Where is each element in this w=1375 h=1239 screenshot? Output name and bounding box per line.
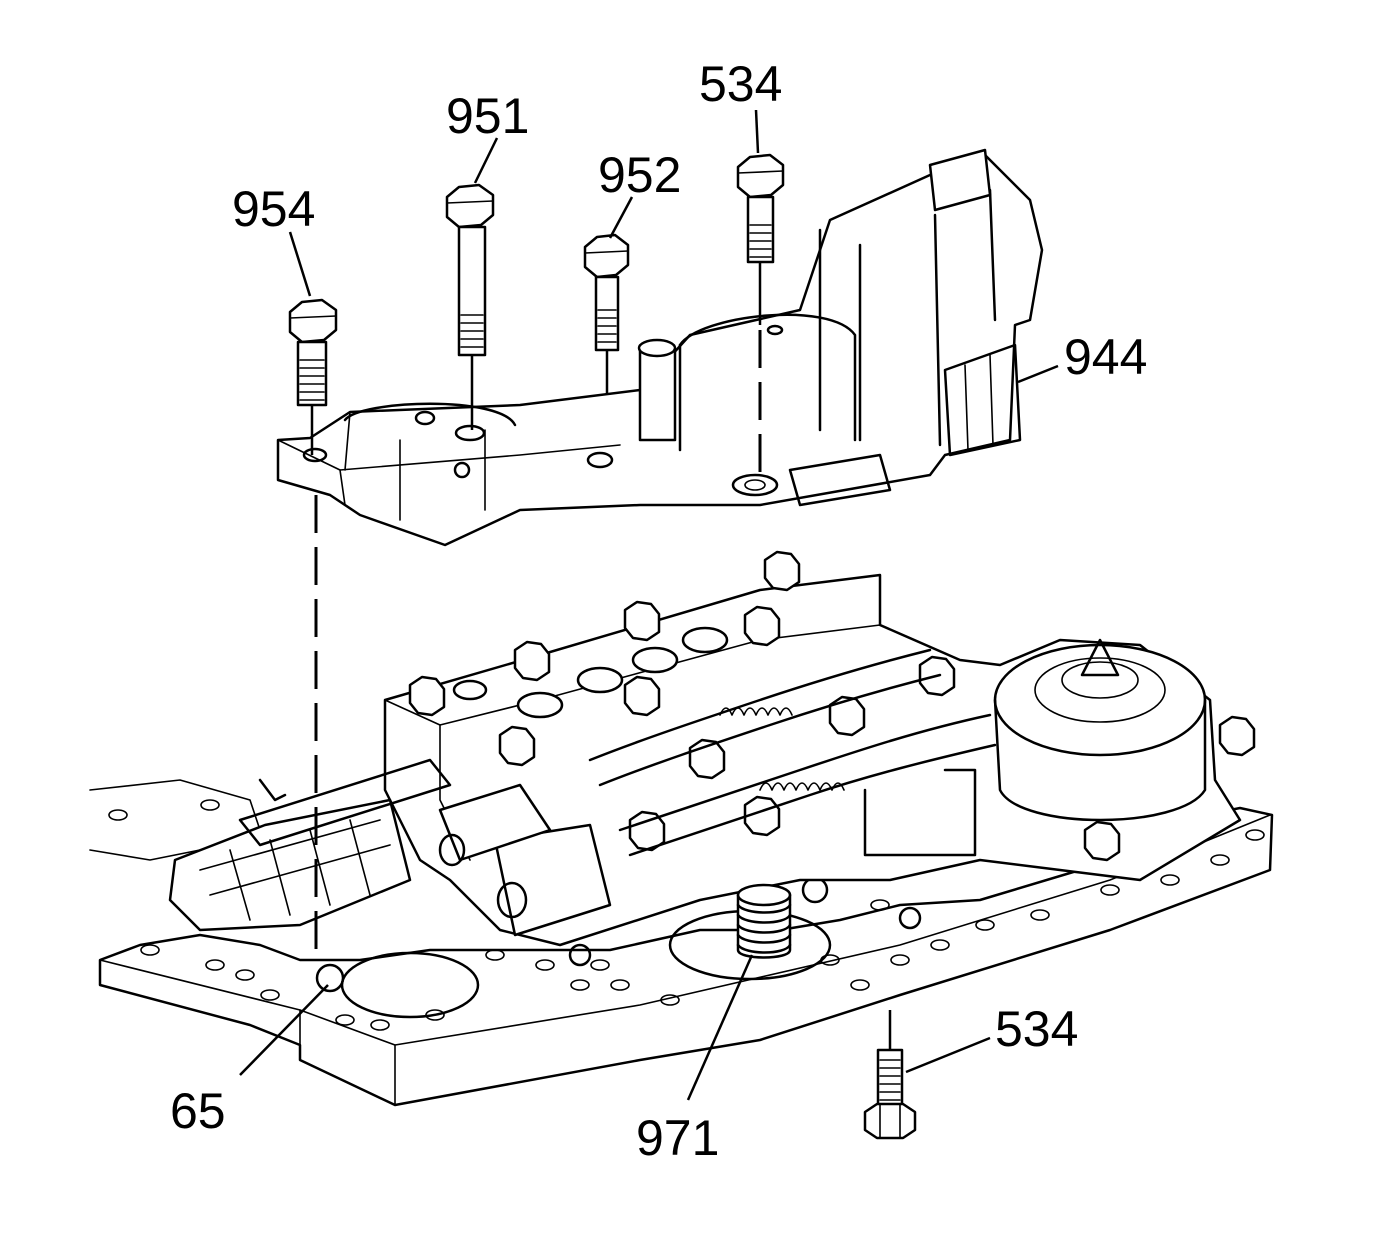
bolt-954 <box>288 298 338 407</box>
bolt-534-bottom <box>863 1048 917 1140</box>
leader-944 <box>1017 364 1059 384</box>
wiring-harness-connector <box>168 758 452 932</box>
leader-954 <box>288 231 312 297</box>
callout-971: 971 <box>636 1110 719 1166</box>
valve-body-bolt-heads <box>408 550 1256 862</box>
callout-954: 954 <box>232 181 315 237</box>
leader-534-bottom <box>905 1036 991 1074</box>
leader-971 <box>686 954 754 1101</box>
bolt-952 <box>583 233 630 352</box>
bolt-534-top <box>736 153 785 264</box>
callout-534-bottom: 534 <box>995 1001 1078 1057</box>
leader-952 <box>608 196 634 239</box>
control-module-cover <box>276 148 1044 547</box>
leader-534-top <box>754 109 760 154</box>
valve-body <box>168 550 1256 947</box>
callout-65: 65 <box>170 1083 226 1139</box>
leader-951 <box>473 137 499 184</box>
bolt-951 <box>445 183 495 357</box>
spring-971 <box>736 883 792 959</box>
callout-951: 951 <box>446 88 529 144</box>
leader-65 <box>239 984 329 1076</box>
callout-944: 944 <box>1064 329 1147 385</box>
accumulator-dome <box>993 638 1207 822</box>
shift-solenoid <box>438 783 612 937</box>
callout-952: 952 <box>598 147 681 203</box>
callout-534-top: 534 <box>699 56 782 112</box>
